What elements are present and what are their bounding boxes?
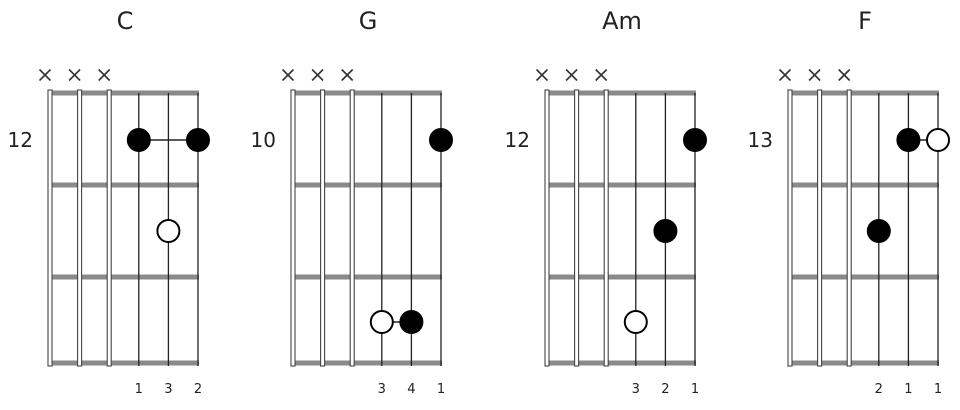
muted-string [787, 89, 793, 367]
top-fret [790, 90, 939, 96]
top-fret [50, 90, 199, 96]
muted-string [106, 89, 112, 367]
fret-bar [790, 274, 939, 280]
fret-bar [293, 274, 442, 280]
chord-name: G [359, 7, 378, 35]
start-fret-number: 12 [505, 128, 530, 152]
finger-dot [683, 128, 707, 152]
finger-number: 3 [378, 382, 386, 397]
top-fret [293, 90, 442, 96]
mute-x-icon [808, 68, 821, 82]
mute-x-icon [68, 68, 81, 82]
start-fret-number: 12 [8, 128, 33, 152]
chord-diagram-am: Am 12 3 2 1 [505, 7, 707, 397]
finger-number: 1 [135, 382, 143, 397]
mute-x-icon [595, 68, 608, 82]
chord-name: Am [602, 7, 642, 35]
finger-dot [126, 128, 151, 152]
muted-string [320, 89, 326, 367]
finger-number: 1 [691, 382, 699, 397]
finger-dot [429, 128, 453, 152]
muted-string [817, 89, 823, 367]
muted-string [290, 89, 296, 367]
muted-string [47, 89, 53, 367]
top-fret [547, 90, 696, 96]
mute-x-icon [311, 68, 324, 82]
start-fret-number: 13 [748, 128, 773, 152]
mute-x-icon [838, 68, 851, 82]
finger-number: 1 [934, 382, 942, 397]
fret-bar [547, 274, 696, 280]
open-dot [369, 310, 394, 334]
open-dot [623, 310, 648, 334]
finger-number: 2 [661, 382, 669, 397]
fret-bar [547, 360, 696, 366]
finger-number: 1 [904, 382, 912, 397]
mute-x-icon [565, 68, 578, 82]
mute-x-icon [281, 68, 295, 82]
muted-string [574, 89, 580, 367]
mute-x-icon [535, 68, 549, 82]
muted-string [349, 89, 355, 367]
finger-number: 3 [632, 382, 640, 397]
open-dot [156, 219, 181, 243]
mute-x-icon [341, 68, 354, 82]
fret-bar [293, 360, 442, 366]
finger-number: 1 [437, 382, 445, 397]
finger-number: 3 [164, 382, 172, 397]
finger-dot [186, 128, 210, 152]
finger-number: 4 [407, 382, 415, 397]
chord-name: F [858, 7, 872, 35]
muted-string [846, 89, 852, 367]
finger-dot [896, 128, 921, 152]
mute-x-icon [38, 68, 52, 82]
open-dot [926, 128, 950, 152]
finger-dot [399, 310, 424, 334]
chord-name: C [117, 7, 134, 35]
chord-diagram-g: G 10 3 4 1 [251, 7, 453, 397]
finger-dot [653, 219, 678, 243]
fret-bar [547, 182, 696, 188]
fret-bar [293, 182, 442, 188]
fret-bar [790, 360, 939, 366]
finger-number: 2 [875, 382, 883, 397]
chord-diagram-c: C 12 1 3 2 [8, 7, 210, 397]
start-fret-number: 10 [251, 128, 276, 152]
mute-x-icon [98, 68, 111, 82]
fret-bar [50, 182, 199, 188]
fret-bar [50, 360, 199, 366]
finger-dot [866, 219, 891, 243]
chord-diagram-f: F 13 2 1 1 [748, 7, 950, 397]
muted-string [544, 89, 550, 367]
mute-x-icon [778, 68, 792, 82]
fret-bar [790, 182, 939, 188]
fret-bar [50, 274, 199, 280]
muted-string [77, 89, 83, 367]
muted-string [603, 89, 609, 367]
finger-number: 2 [194, 382, 202, 397]
